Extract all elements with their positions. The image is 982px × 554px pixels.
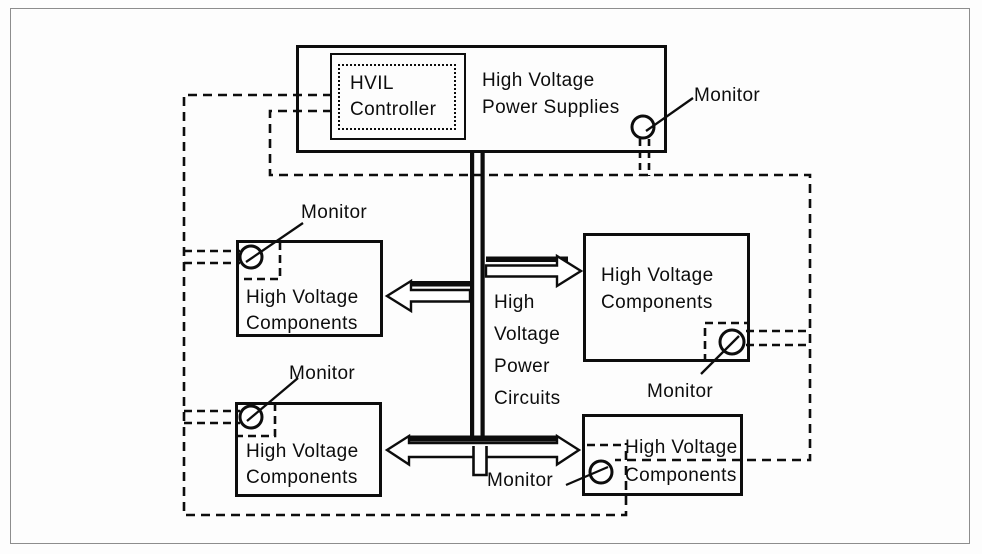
components-line2: Components [625, 465, 737, 486]
monitor-stub-top [638, 139, 651, 176]
monitor-leader-top [645, 97, 694, 132]
power-supplies-line2: Power Supplies [482, 97, 620, 118]
power-arrow-right [484, 253, 584, 289]
hv-components-box-right-bottom [582, 414, 743, 496]
monitor-dashed-box-left-top [236, 242, 282, 281]
components-label-left-bottom: High Voltage Components [246, 439, 359, 491]
monitor-leader-left-bottom [246, 377, 299, 422]
hvil-line1: HVIL [350, 73, 394, 94]
monitor-circle-right-bottom [588, 459, 614, 485]
arrow-bar-bottom [408, 435, 558, 442]
arrow-bar-right [486, 256, 568, 262]
components-line1: High Voltage [625, 437, 738, 458]
power-circuits-line4: Circuits [494, 388, 561, 409]
monitor-stub-left-top [184, 249, 240, 265]
monitor-circle-top [630, 114, 656, 140]
components-label-right-top: High Voltage Components [601, 262, 714, 316]
hvil-controller-dotted-box [338, 64, 456, 130]
monitor-stub-right-top [746, 329, 810, 347]
hvil-controller-outer-box [330, 53, 466, 140]
power-arrow-left [384, 278, 472, 314]
monitor-dashed-box-left-bottom [235, 403, 277, 438]
components-label-right-bottom: High Voltage Components [625, 434, 738, 490]
components-line1: High Voltage [601, 265, 714, 286]
power-circuits-line2: Voltage [494, 324, 561, 345]
components-line2: Components [246, 467, 358, 488]
monitor-label-right-top: Monitor [647, 381, 714, 402]
monitor-label-left-top: Monitor [301, 202, 368, 223]
power-supplies-box [296, 45, 667, 153]
components-line2: Components [601, 292, 713, 313]
power-bus-stub [472, 446, 488, 477]
monitor-dashed-box-right-top [703, 321, 749, 362]
interlock-loop-left [182, 93, 628, 517]
monitor-circle-left-top [238, 244, 264, 270]
monitor-leader-left-top [245, 222, 304, 263]
monitor-label-right-bottom: Monitor [487, 470, 554, 491]
monitor-leader-right-bottom [565, 465, 609, 487]
power-supplies-label: High Voltage Power Supplies [482, 67, 620, 121]
diagram-frame [10, 8, 970, 544]
hvil-controller-label: HVIL Controller [350, 71, 436, 123]
power-circuits-label: High Voltage Power Circuits [494, 287, 561, 415]
components-line1: High Voltage [246, 441, 359, 462]
monitor-label-top: Monitor [694, 85, 761, 106]
power-bus-left-rail [470, 153, 475, 438]
monitor-stub-left-bottom [184, 409, 240, 425]
interlock-loop-right [268, 109, 812, 462]
hvil-line2: Controller [350, 99, 437, 120]
arrow-bar-left [412, 281, 471, 287]
hv-components-box-right-top [583, 233, 750, 362]
components-label-left-top: High Voltage Components [246, 285, 359, 337]
hv-components-box-left-bottom [235, 402, 382, 497]
monitor-label-left-bottom: Monitor [289, 363, 356, 384]
power-supplies-line1: High Voltage [482, 70, 595, 91]
hv-components-box-left-top [236, 240, 383, 337]
power-circuits-line3: Power [494, 356, 550, 377]
components-line2: Components [246, 313, 358, 334]
power-circuits-line1: High [494, 292, 535, 313]
monitor-leader-right-top [700, 335, 740, 375]
power-bus-right-rail [480, 153, 485, 438]
components-line1: High Voltage [246, 287, 359, 308]
